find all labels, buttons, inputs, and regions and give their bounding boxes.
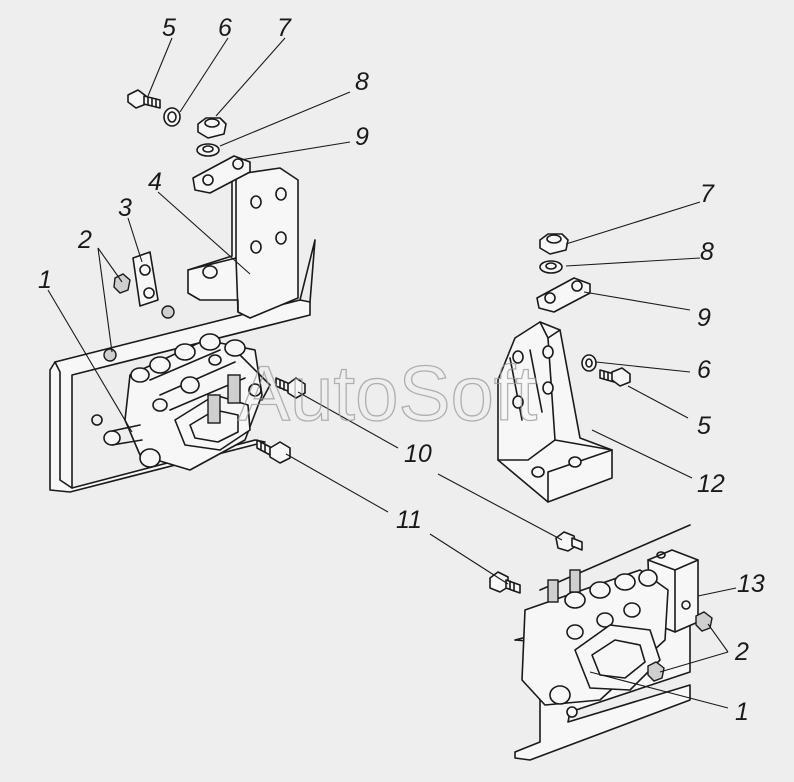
callout-9-top-left: 9: [355, 123, 369, 151]
bolt-10-right: [555, 531, 583, 552]
bolt-11-right: [489, 571, 521, 594]
watermark-text: AutoSoft: [238, 349, 538, 437]
left-valve-assembly: [103, 333, 271, 471]
callout-2-right: 2: [734, 638, 749, 666]
callout-7-right: 7: [700, 180, 715, 208]
plate-9-top-left: [192, 155, 251, 194]
callout-1-right: 1: [735, 698, 749, 726]
callout-13: 13: [737, 570, 765, 598]
plate-9-right: [536, 277, 591, 313]
bolt-5-top-left: [127, 89, 161, 109]
callout-10: 10: [404, 440, 432, 468]
callout-1-left: 1: [38, 266, 52, 294]
callout-4: 4: [148, 168, 162, 196]
callout-6-right: 6: [697, 356, 711, 384]
washer-8-right: [539, 260, 563, 274]
leader-lines: [47, 37, 737, 709]
bracket-4: [187, 167, 299, 319]
callout-9-right: 9: [697, 304, 711, 332]
nut-7-right: [539, 233, 569, 255]
right-valve-assembly: [521, 569, 669, 718]
callout-8-right: 8: [700, 238, 714, 266]
bolt-11-left: [256, 439, 291, 464]
callout-8-top-left: 8: [355, 68, 369, 96]
nut-7-top-left: [197, 117, 227, 139]
bracket-12: [497, 321, 613, 503]
bolt-5-right: [599, 367, 631, 387]
plate-3: [132, 251, 159, 307]
callout-7-top-left: 7: [277, 14, 292, 42]
nuts-2-left: [103, 273, 175, 362]
nuts-2-right: [647, 611, 713, 682]
washer-8-top-left: [196, 143, 220, 157]
callout-6-top-left: 6: [218, 14, 232, 42]
callout-11: 11: [396, 506, 422, 534]
washer-6-right: [581, 354, 597, 372]
callout-labels: 5 6 7 8 9 4 3 2 1 7 8 9 6 5 12 10 11 13 …: [38, 14, 765, 726]
callout-3: 3: [118, 194, 132, 222]
washer-6-top-left: [163, 107, 181, 127]
callout-5-right: 5: [697, 412, 711, 440]
callout-5-top-left: 5: [162, 14, 176, 42]
callout-12: 12: [697, 470, 725, 498]
callout-2-left: 2: [77, 226, 92, 254]
